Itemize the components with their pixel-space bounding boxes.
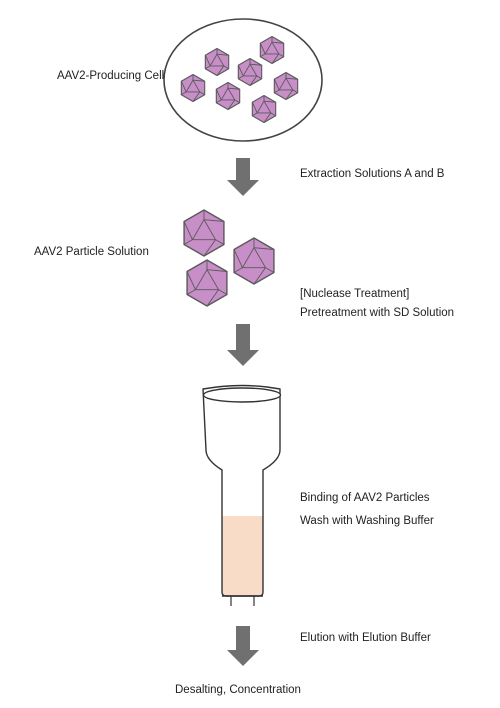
particle-solution-label: AAV2 Particle Solution — [34, 246, 149, 258]
virus-particle-icon — [183, 209, 225, 257]
column-body — [202, 384, 281, 597]
virus-particle-icon — [180, 73, 206, 103]
virus-particle-icon — [259, 35, 285, 65]
extraction-label: Extraction Solutions A and B — [300, 168, 445, 180]
virus-particle-icon — [251, 94, 277, 124]
cell-label: AAV2-Producing Cell — [57, 70, 164, 82]
virus-particle-icon — [186, 259, 228, 307]
cell-virus-group — [180, 35, 299, 124]
producing-cell — [163, 18, 323, 142]
column-buffer — [221, 516, 264, 596]
virus-particle-icon — [204, 47, 230, 77]
virus-particle-icon — [215, 81, 241, 111]
virus-particle-icon — [273, 71, 299, 101]
nuclease-label: [Nuclease Treatment] — [300, 288, 409, 300]
particle-solution-viruses — [183, 209, 275, 307]
down-arrow-icon — [227, 324, 259, 366]
virus-particle-icon — [233, 237, 275, 285]
virus-particle-icon — [237, 57, 263, 87]
column-rim — [202, 387, 282, 403]
down-arrow-icon — [227, 158, 259, 196]
binding-label: Binding of AAV2 Particles — [300, 492, 430, 504]
wash-label: Wash with Washing Buffer — [300, 515, 434, 527]
final-step-label: Desalting, Concentration — [175, 684, 301, 696]
pretreatment-label: Pretreatment with SD Solution — [300, 307, 454, 319]
chromatography-column-icon — [202, 384, 282, 606]
down-arrow-icon — [227, 626, 259, 666]
elution-label: Elution with Elution Buffer — [300, 632, 431, 644]
